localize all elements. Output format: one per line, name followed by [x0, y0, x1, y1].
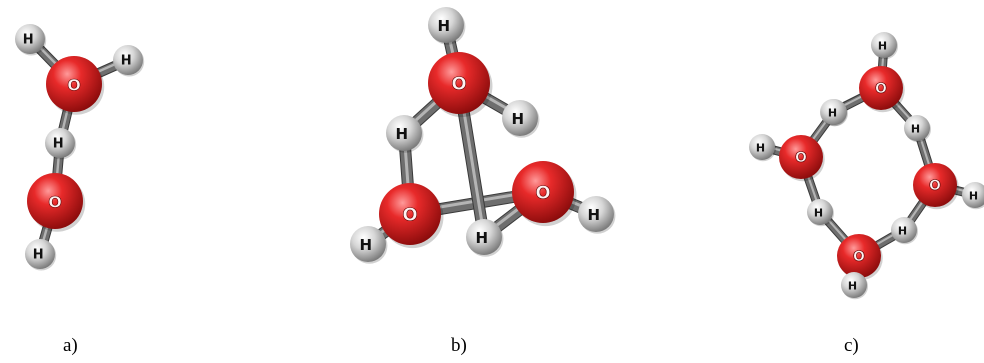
- oxygen-sphere: [379, 183, 441, 245]
- hydrogen-sphere: [891, 217, 917, 243]
- hydrogen-atom: H: [45, 128, 77, 160]
- hydrogen-sphere: [871, 32, 897, 58]
- hydrogen-atom: H: [25, 239, 57, 271]
- hydrogen-sphere: [386, 115, 422, 151]
- hydrogen-atom: H: [428, 7, 466, 45]
- hydrogen-sphere: [821, 99, 847, 125]
- oxygen-sphere: [779, 135, 823, 179]
- oxygen-sphere: [859, 66, 903, 110]
- caption-b: b): [451, 335, 467, 356]
- hydrogen-sphere: [962, 182, 984, 208]
- hydrogen-atom: H: [749, 134, 777, 162]
- hydrogen-atom: H: [962, 182, 984, 210]
- hydrogen-sphere: [466, 219, 502, 255]
- hydrogen-sphere: [841, 272, 867, 298]
- oxygen-sphere: [46, 56, 102, 112]
- panel-c-molecule: OHHHOHHOHHOHH: [749, 32, 984, 300]
- oxygen-sphere: [837, 234, 881, 278]
- oxygen-sphere: [913, 163, 957, 207]
- oxygen-sphere: [512, 161, 574, 223]
- hydrogen-atom: H: [15, 24, 47, 56]
- hydrogen-sphere: [578, 196, 614, 232]
- hydrogen-atom: H: [821, 99, 849, 127]
- hydrogen-sphere: [502, 100, 538, 136]
- oxygen-atom: O: [512, 161, 577, 227]
- hydrogen-sphere: [45, 128, 75, 158]
- hydrogen-sphere: [15, 24, 45, 54]
- oxygen-atom: O: [859, 66, 905, 113]
- hydrogen-sphere: [807, 199, 833, 225]
- hydrogen-atom: H: [871, 32, 899, 60]
- hydrogen-sphere: [428, 7, 464, 43]
- oxygen-sphere: [27, 173, 83, 229]
- caption-a: a): [63, 335, 78, 356]
- hydrogen-sphere: [350, 226, 386, 262]
- oxygen-atom: O: [27, 173, 86, 232]
- oxygen-atom: O: [837, 234, 883, 281]
- oxygen-atom: O: [46, 56, 105, 115]
- hydrogen-sphere: [25, 239, 55, 269]
- hydrogen-atom: H: [578, 196, 616, 234]
- hydrogen-sphere: [749, 134, 775, 160]
- hydrogen-sphere: [113, 45, 143, 75]
- oxygen-sphere: [428, 52, 490, 114]
- hydrogen-atom: H: [113, 45, 145, 77]
- hydrogen-atom: H: [807, 199, 835, 227]
- hydrogen-atom: H: [502, 100, 540, 138]
- oxygen-atom: O: [379, 183, 444, 249]
- hydrogen-sphere: [904, 115, 930, 141]
- caption-c: c): [844, 335, 859, 356]
- oxygen-atom: O: [779, 135, 825, 182]
- hydrogen-atom: H: [904, 115, 932, 143]
